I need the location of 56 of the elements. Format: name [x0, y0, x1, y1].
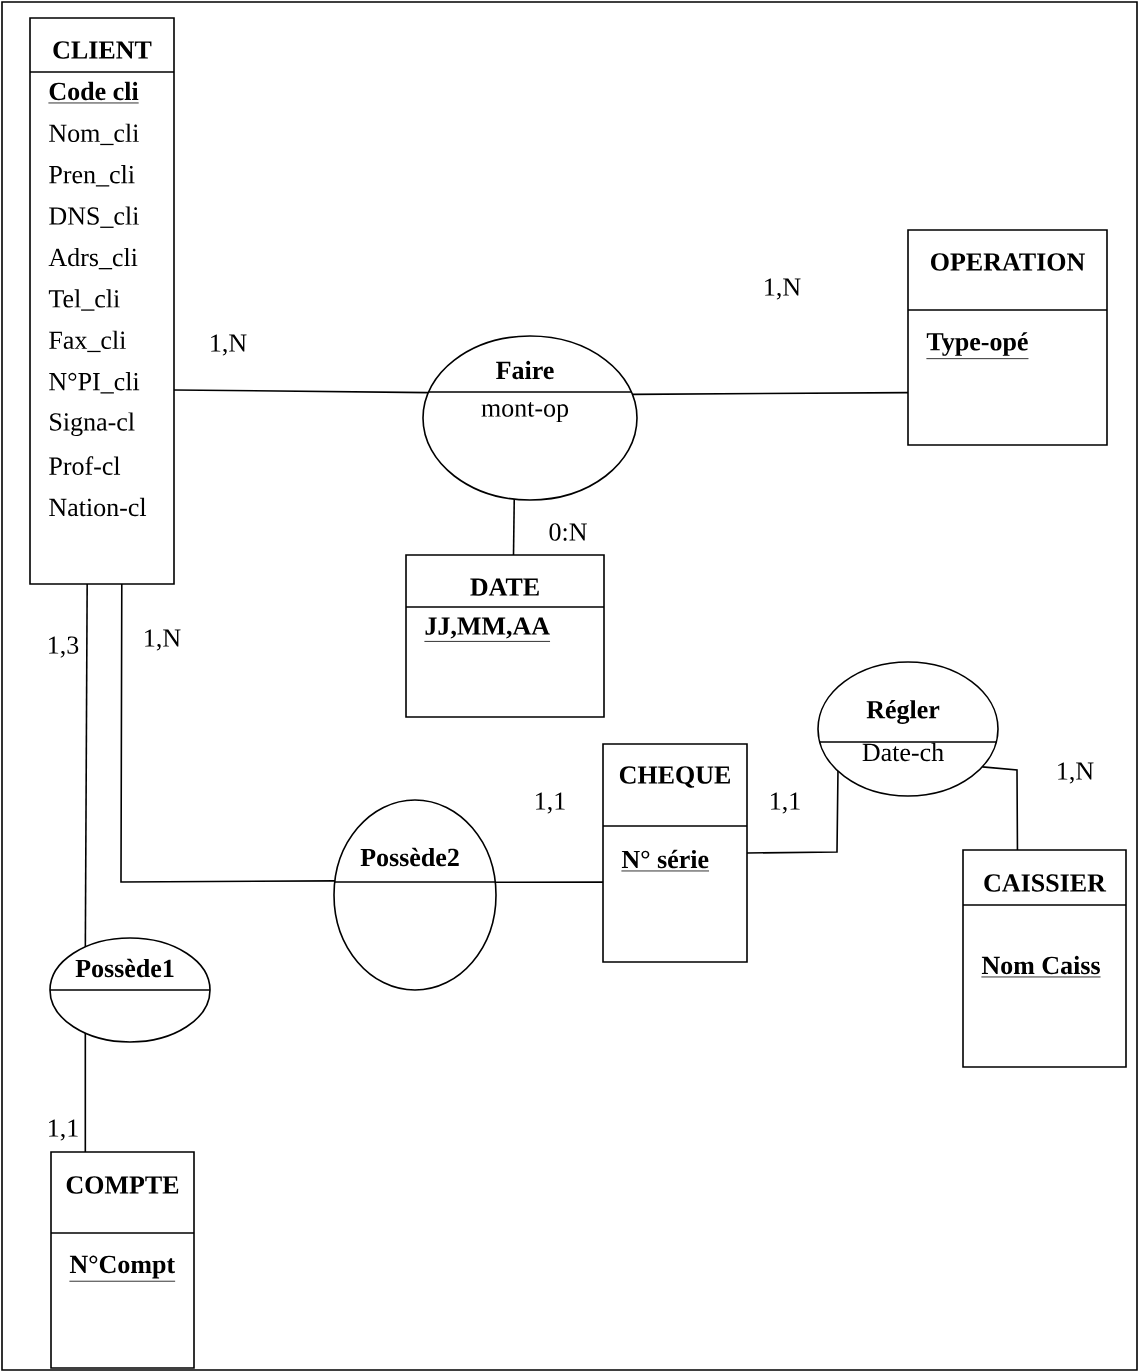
connector-line [84, 1032, 87, 1153]
attribute-text: Prof-cl [49, 456, 121, 475]
entity-box [50, 1151, 195, 1369]
key-attribute: N° série [621, 849, 710, 872]
cardinality-label: 1,1 [766, 790, 804, 816]
entity-name: CHEQUE [619, 766, 730, 788]
attribute-text: N°PI_cli [49, 372, 140, 394]
key-attribute: JJ,MM,AA [424, 617, 551, 642]
relationship-name: Régler [866, 700, 940, 724]
cardinality-label: 1,N [1053, 760, 1097, 786]
entity-name: OPERATION [931, 253, 1085, 271]
cardinality-label: 1,3 [44, 634, 82, 660]
attribute-text: Nation-cl [49, 497, 147, 517]
entity-box [602, 743, 748, 963]
relationship-name: Faire [496, 360, 554, 380]
connector-line [494, 881, 604, 884]
attribute-text: Adrs_cli [48, 247, 138, 270]
relationship-name: Possède1 [75, 958, 174, 978]
connector-line [120, 583, 336, 883]
connector-line [746, 770, 839, 854]
entity-name: CLIENT [53, 41, 152, 59]
relationship-ellipse [422, 335, 638, 501]
cardinality-label: 1,1 [531, 790, 569, 816]
entity-name: CAISSIER [984, 874, 1107, 892]
entity-box [962, 849, 1127, 1068]
attribute-text: DNS_cli [49, 206, 139, 228]
connector-line [84, 583, 88, 948]
cardinality-label: 1,1 [44, 1117, 82, 1143]
relationship-ellipse [49, 937, 211, 1043]
attribute-text: Tel_cli [48, 289, 120, 311]
attribute-text: mont-op [481, 401, 569, 423]
connector-line [631, 391, 909, 396]
attribute-text: Date-ch [862, 742, 944, 762]
relationship-ellipse [333, 799, 497, 991]
entity-name: DATE [470, 578, 539, 596]
key-attribute: Nom Caiss [981, 955, 1101, 978]
cardinality-label: 1,N [140, 627, 184, 653]
connector-line [981, 766, 1019, 851]
key-attribute: Type-opé [926, 332, 1029, 360]
attribute-text: Signa-cl [50, 412, 135, 437]
cardinality-label: 1,N [206, 332, 250, 358]
attribute-text: Pren_cli [49, 165, 135, 187]
entity-box [29, 17, 175, 585]
attribute-text: Fax_cli [49, 330, 126, 353]
relationship-name: Possède2 [360, 847, 459, 867]
connector-line [512, 498, 516, 556]
entity-name: COMPTE [66, 1176, 179, 1194]
cardinality-label: 0:N [546, 521, 590, 543]
entity-box [907, 229, 1108, 446]
key-attribute: N°Compt [69, 1255, 176, 1282]
key-attribute: Code cli [48, 81, 140, 104]
attribute-text: Nom_cli [49, 123, 139, 146]
cardinality-label: 1,N [760, 276, 804, 302]
relationship-ellipse [817, 661, 999, 797]
connector-line [173, 389, 430, 394]
entity-box [405, 554, 605, 718]
